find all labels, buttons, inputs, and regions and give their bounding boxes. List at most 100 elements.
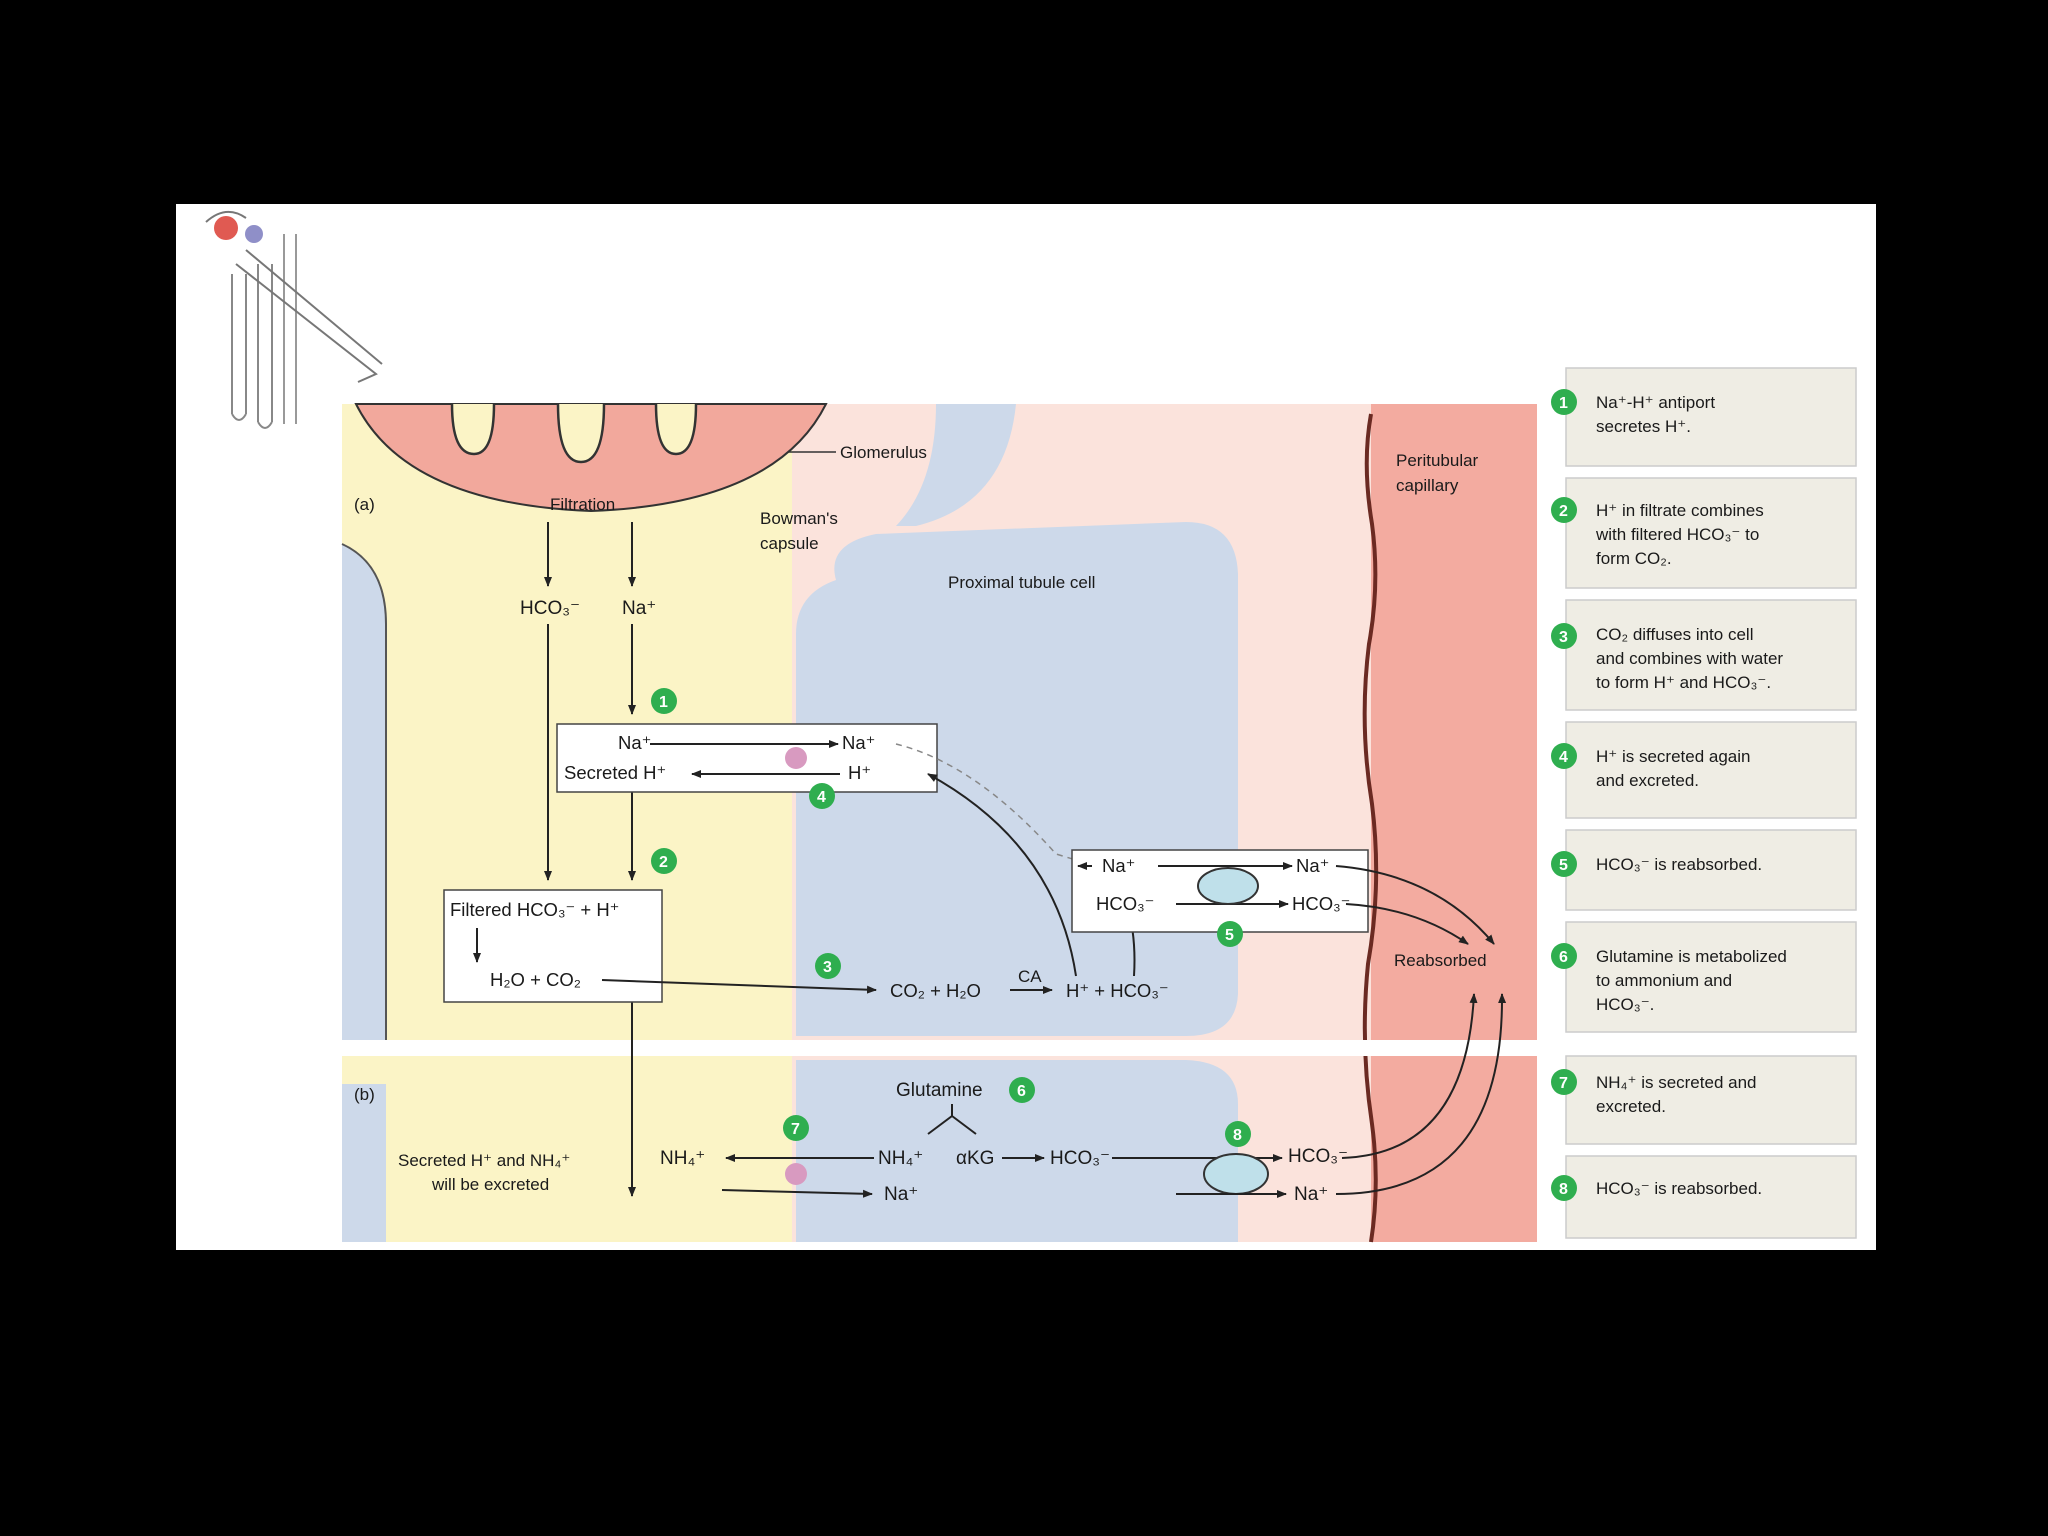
svg-text:4: 4 bbox=[1559, 749, 1568, 766]
alpha-ketoglutarate: αKG bbox=[956, 1148, 994, 1169]
peritubular-capillary-label-1: Peritubular bbox=[1396, 451, 1479, 470]
step-marker-1: 1 bbox=[651, 688, 677, 714]
nh4-lumen: NH₄⁺ bbox=[660, 1148, 705, 1169]
step-marker-2: 2 bbox=[651, 848, 677, 874]
antiport-h: H⁺ bbox=[848, 762, 871, 783]
svg-text:HCO₃⁻ is reabsorbed.: HCO₃⁻ is reabsorbed. bbox=[1596, 855, 1762, 874]
step-marker-8: 8 bbox=[1225, 1121, 1251, 1147]
step-marker-3: 3 bbox=[815, 953, 841, 979]
antiporter-icon bbox=[785, 747, 807, 769]
bowmans-capsule-label-2: capsule bbox=[760, 534, 819, 553]
proximal-tubule-cell-b bbox=[796, 1060, 1238, 1242]
legend-step-7: 7 NH₄⁺ is secreted and excreted. bbox=[1551, 1055, 1857, 1145]
cell-reaction-left: CO₂ + H₂O bbox=[890, 980, 981, 1001]
excreted-note-2: will be excreted bbox=[431, 1175, 549, 1194]
na-out-b: Na⁺ bbox=[1294, 1184, 1328, 1205]
peritubular-capillary bbox=[1371, 404, 1537, 1242]
cotransporter-b-icon bbox=[1203, 1153, 1269, 1195]
step-marker-4: 4 bbox=[809, 783, 835, 809]
svg-text:6: 6 bbox=[1017, 1083, 1026, 1100]
svg-text:6: 6 bbox=[1559, 949, 1568, 966]
panel-divider bbox=[342, 1040, 1537, 1056]
panel-a-label: (a) bbox=[354, 495, 375, 514]
legend-step-2: 2 H⁺ in filtrate combines with filtered … bbox=[1551, 477, 1857, 589]
step-marker-5: 5 bbox=[1217, 921, 1243, 947]
svg-text:excreted.: excreted. bbox=[1596, 1097, 1666, 1116]
svg-text:NH₄⁺ is secreted and: NH₄⁺ is secreted and bbox=[1596, 1073, 1756, 1092]
carbonic-anhydrase-label: CA bbox=[1018, 967, 1042, 986]
secreted-h-label: Secreted H⁺ bbox=[564, 762, 666, 783]
legend-step-4: 4 H⁺ is secreted again and excreted. bbox=[1551, 721, 1857, 819]
glutamine-label: Glutamine bbox=[896, 1080, 983, 1101]
svg-text:and combines with water: and combines with water bbox=[1596, 649, 1783, 668]
svg-text:2: 2 bbox=[1559, 503, 1568, 520]
filtered-hco3-h: Filtered HCO₃⁻ + H⁺ bbox=[450, 899, 619, 920]
svg-text:8: 8 bbox=[1559, 1181, 1568, 1198]
svg-text:3: 3 bbox=[1559, 629, 1568, 646]
tubule-lumen bbox=[342, 404, 792, 1242]
filtrate-na: Na⁺ bbox=[622, 598, 656, 619]
svg-text:CO₂ diffuses into cell: CO₂ diffuses into cell bbox=[1596, 625, 1753, 644]
nephron-thumbnail-icon bbox=[205, 211, 383, 429]
reabsorbed-label: Reabsorbed bbox=[1394, 951, 1487, 970]
svg-text:8: 8 bbox=[1233, 1127, 1242, 1144]
step-marker-6: 6 bbox=[1009, 1077, 1035, 1103]
svg-text:H⁺ in filtrate combines: H⁺ in filtrate combines bbox=[1596, 501, 1764, 520]
svg-text:Glutamine is metabolized: Glutamine is metabolized bbox=[1596, 947, 1787, 966]
hco3-cell-b: HCO₃⁻ bbox=[1050, 1148, 1110, 1169]
peritubular-capillary-label-2: capillary bbox=[1396, 476, 1459, 495]
na-cell-b: Na⁺ bbox=[884, 1184, 918, 1205]
filtration-label: Filtration bbox=[550, 495, 615, 514]
svg-text:2: 2 bbox=[659, 854, 668, 871]
nh4-cell: NH₄⁺ bbox=[878, 1148, 923, 1169]
svg-text:5: 5 bbox=[1559, 857, 1568, 874]
antiporter-b-icon bbox=[785, 1163, 807, 1185]
antiport-box bbox=[556, 723, 938, 793]
legend-step-3: 3 CO₂ diffuses into cell and combines wi… bbox=[1551, 599, 1857, 711]
svg-text:to form H⁺ and HCO₃⁻.: to form H⁺ and HCO₃⁻. bbox=[1596, 673, 1771, 692]
hco3-out-b: HCO₃⁻ bbox=[1288, 1146, 1348, 1167]
antiport-na-right: Na⁺ bbox=[842, 732, 875, 753]
basolateral-na-right: Na⁺ bbox=[1296, 855, 1329, 876]
acid-secretion-diagram: (a) (b) Glomerulus Filtration Bowman's c… bbox=[205, 211, 1876, 1243]
legend-step-5: 5 HCO₃⁻ is reabsorbed. bbox=[1551, 829, 1857, 911]
cotransporter-icon bbox=[1197, 867, 1259, 905]
svg-text:HCO₃⁻.: HCO₃⁻. bbox=[1596, 995, 1654, 1014]
svg-text:1: 1 bbox=[1559, 395, 1568, 412]
step-legend: 1 Na⁺-H⁺ antiport secretes H⁺. 2 H⁺ in f… bbox=[1551, 367, 1857, 1239]
basolateral-na-left: Na⁺ bbox=[1102, 855, 1135, 876]
glomerulus-loops bbox=[450, 403, 698, 464]
svg-text:Na⁺-H⁺ antiport: Na⁺-H⁺ antiport bbox=[1596, 393, 1715, 412]
svg-text:and excreted.: and excreted. bbox=[1596, 771, 1699, 790]
svg-text:3: 3 bbox=[823, 959, 832, 976]
svg-text:to ammonium and: to ammonium and bbox=[1596, 971, 1732, 990]
h2o-co2: H₂O + CO₂ bbox=[490, 969, 581, 990]
filtrate-hco3: HCO₃⁻ bbox=[520, 598, 580, 619]
capsule-wall bbox=[896, 404, 1016, 526]
svg-text:HCO₃⁻ is reabsorbed.: HCO₃⁻ is reabsorbed. bbox=[1596, 1179, 1762, 1198]
svg-text:7: 7 bbox=[1559, 1075, 1568, 1092]
diagram-panel: (a) (b) Glomerulus Filtration Bowman's c… bbox=[176, 204, 1876, 1250]
svg-text:5: 5 bbox=[1225, 927, 1234, 944]
svg-text:4: 4 bbox=[817, 789, 826, 806]
panel-b-label: (b) bbox=[354, 1085, 375, 1104]
svg-text:H⁺ is secreted again: H⁺ is secreted again bbox=[1596, 747, 1751, 766]
bowmans-capsule-label-1: Bowman's bbox=[760, 509, 838, 528]
svg-text:with filtered HCO₃⁻ to: with filtered HCO₃⁻ to bbox=[1595, 525, 1759, 544]
svg-text:7: 7 bbox=[791, 1121, 800, 1138]
legend-step-8: 8 HCO₃⁻ is reabsorbed. bbox=[1551, 1155, 1857, 1239]
glomerulus-label: Glomerulus bbox=[840, 443, 927, 462]
basolateral-hco3-left: HCO₃⁻ bbox=[1096, 893, 1154, 914]
svg-text:secretes H⁺.: secretes H⁺. bbox=[1596, 417, 1691, 436]
step-marker-7: 7 bbox=[783, 1115, 809, 1141]
basolateral-hco3-right: HCO₃⁻ bbox=[1292, 893, 1350, 914]
filtered-box bbox=[443, 889, 663, 1003]
svg-text:form CO₂.: form CO₂. bbox=[1596, 549, 1672, 568]
legend-step-6: 6 Glutamine is metabolized to ammonium a… bbox=[1551, 921, 1857, 1033]
cell-reaction-right: H⁺ + HCO₃⁻ bbox=[1066, 980, 1169, 1001]
antiport-na-left: Na⁺ bbox=[618, 732, 651, 753]
svg-text:1: 1 bbox=[659, 694, 668, 711]
excreted-note-1: Secreted H⁺ and NH₄⁺ bbox=[398, 1151, 570, 1170]
neighbor-cell-left bbox=[342, 544, 386, 1042]
proximal-tubule-cell-label: Proximal tubule cell bbox=[948, 573, 1095, 592]
